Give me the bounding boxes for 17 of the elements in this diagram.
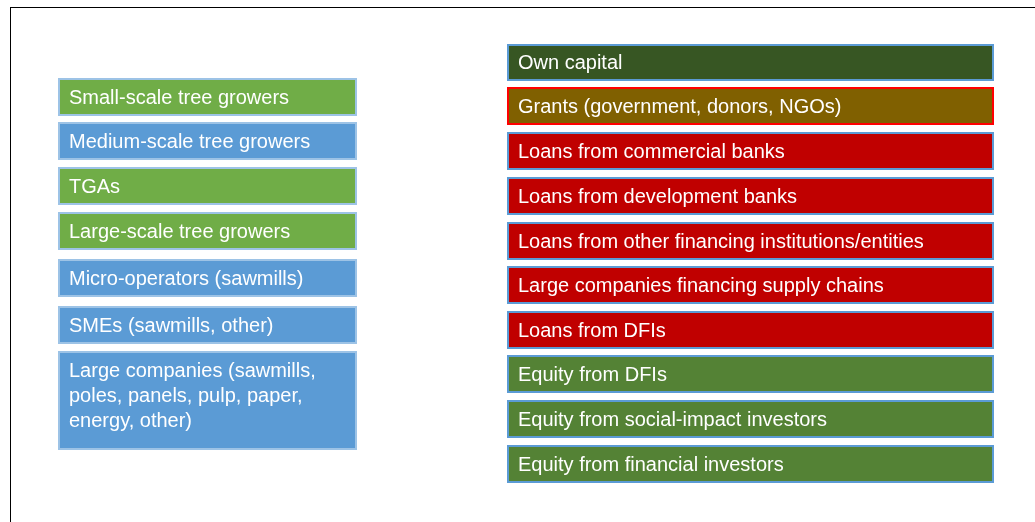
- category-box: Large-scale tree growers: [58, 212, 357, 250]
- category-box: Micro-operators (sawmills): [58, 259, 357, 297]
- category-box: Loans from other financing institutions/entities: [507, 222, 994, 260]
- category-box: Large companies financing supply chains: [507, 266, 994, 304]
- category-box: Equity from DFIs: [507, 355, 994, 393]
- category-box: Equity from social-impact investors: [507, 400, 994, 438]
- category-box: Loans from development banks: [507, 177, 994, 215]
- category-box: Small-scale tree growers: [58, 78, 357, 116]
- category-box: SMEs (sawmills, other): [58, 306, 357, 344]
- category-box: Grants (government, donors, NGOs): [507, 87, 994, 125]
- category-box: TGAs: [58, 167, 357, 205]
- category-box: Own capital: [507, 44, 994, 81]
- category-box: Large companies (sawmills, poles, panels, pulp, paper, energy, other): [58, 351, 357, 450]
- category-box: Loans from commercial banks: [507, 132, 994, 170]
- category-box: Loans from DFIs: [507, 311, 994, 349]
- category-box: Medium-scale tree growers: [58, 122, 357, 160]
- category-box: Equity from financial investors: [507, 445, 994, 483]
